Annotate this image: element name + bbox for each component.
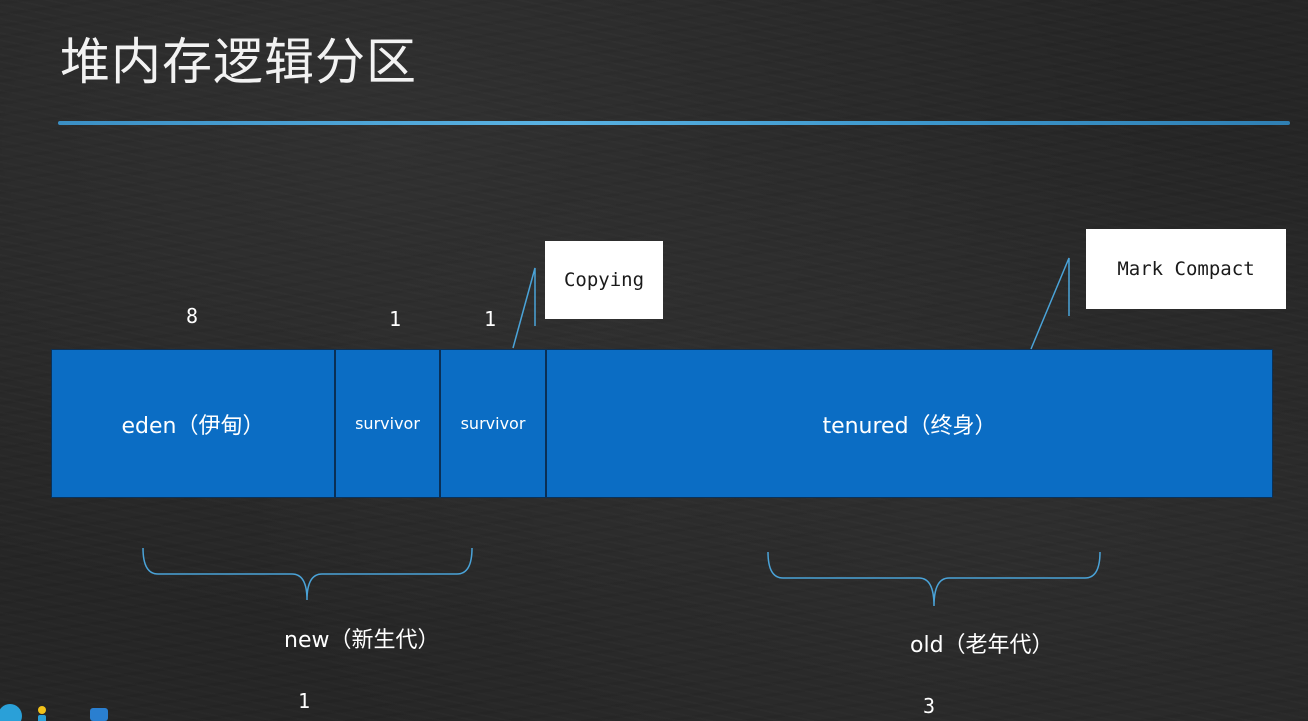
copying-callout: Copying (545, 241, 663, 319)
logo-icon (0, 704, 108, 721)
mark-compact-connector-line (1030, 257, 1070, 350)
old-generation-brace (767, 551, 1101, 607)
copying-callout-text: Copying (563, 269, 645, 291)
survivor-label-2: survivor (460, 414, 526, 433)
mark-compact-callout-text: Mark Compact (1117, 258, 1255, 280)
ratio-survivor-2: 1 (484, 307, 497, 331)
ratio-eden: 8 (186, 304, 199, 328)
title-underline (58, 121, 1290, 125)
eden-label: eden（伊甸） (121, 413, 265, 439)
new-generation-brace (142, 547, 473, 601)
eden-segment: eden（伊甸） (52, 350, 336, 497)
old-generation-label: old（老年代） (910, 633, 1054, 658)
slide-title: 堆内存逻辑分区 (60, 33, 417, 91)
new-generation-label: new（新生代） (284, 628, 440, 653)
survivor-segment-2: survivor (441, 350, 547, 497)
old-generation-ratio: 3 (923, 694, 936, 718)
ratio-survivor-1: 1 (389, 307, 402, 331)
survivor-segment-1: survivor (336, 350, 441, 497)
tenured-label: tenured（终身） (822, 413, 997, 439)
mark-compact-callout: Mark Compact (1086, 229, 1286, 309)
survivor-label-1: survivor (355, 414, 420, 433)
copying-connector-line (512, 267, 536, 349)
tenured-segment: tenured（终身） (547, 350, 1272, 497)
new-generation-ratio: 1 (298, 689, 311, 713)
heap-bar: eden（伊甸） survivor survivor tenured（终身） (51, 349, 1273, 498)
